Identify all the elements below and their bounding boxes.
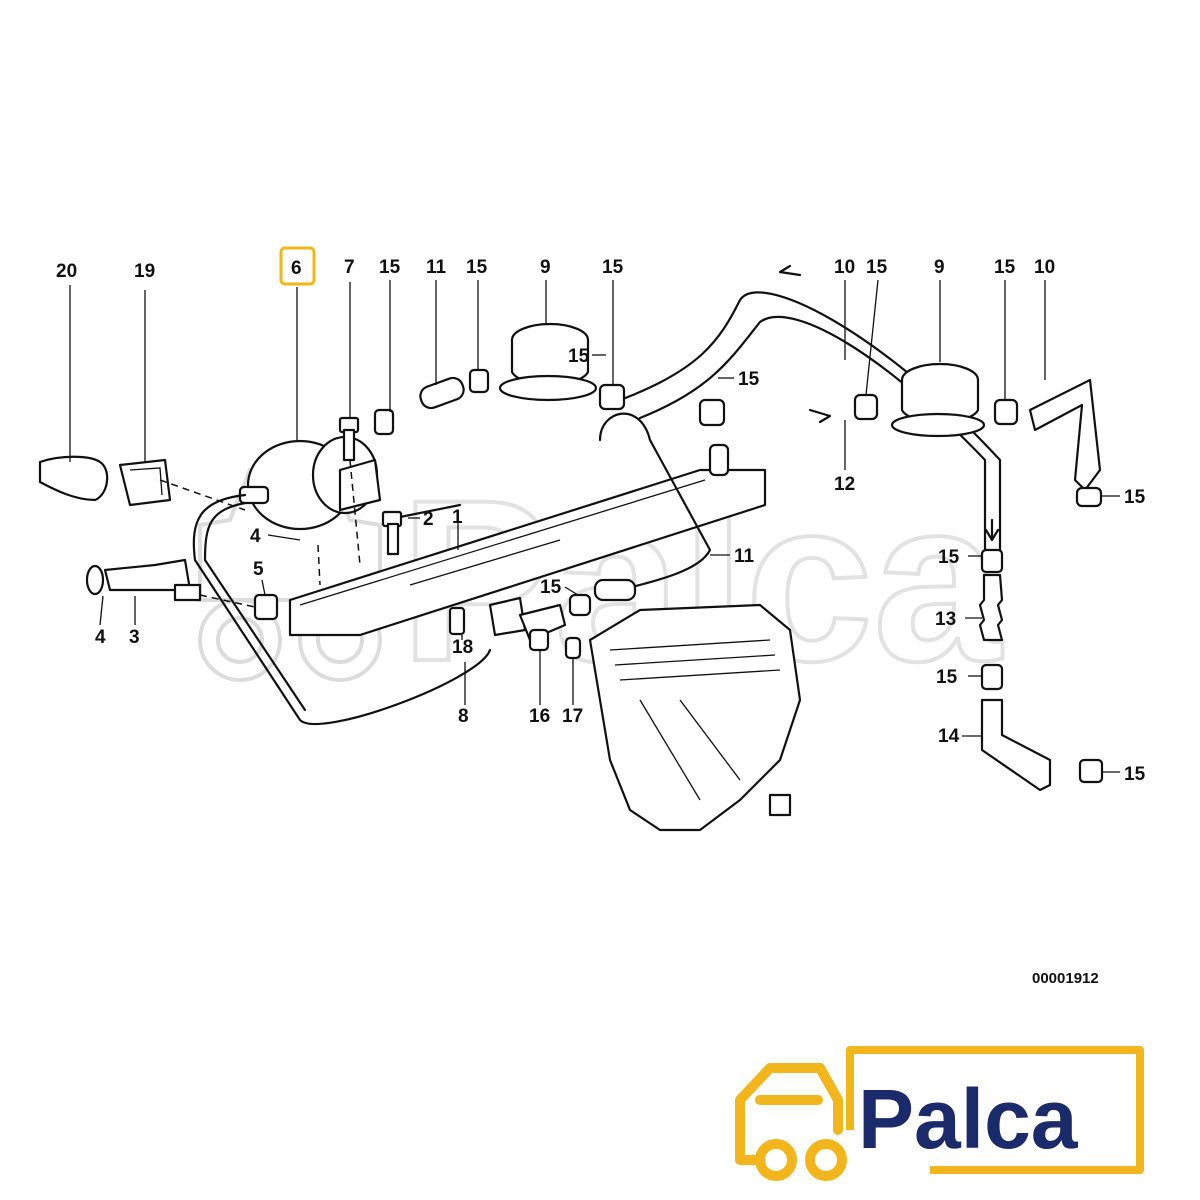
callout-15: 15 [602, 257, 624, 278]
callout-9: 9 [934, 257, 945, 278]
callout-9: 9 [540, 257, 551, 278]
callout-15: 15 [1124, 487, 1146, 508]
bolt-2 [381, 510, 403, 556]
callout-15: 15 [938, 547, 960, 568]
callout-12: 12 [834, 474, 855, 495]
callout-15: 15 [738, 369, 760, 390]
pressure-regulator [238, 435, 382, 531]
flow-arrow [778, 264, 802, 277]
reference-number: 00001912 [1032, 970, 1099, 987]
damper-left [498, 322, 598, 402]
injector [85, 558, 202, 602]
callout-3: 3 [129, 627, 140, 648]
callout-5: 5 [253, 559, 264, 580]
fuel-rail [288, 468, 767, 637]
callout-10: 10 [834, 257, 855, 278]
boot-20 [38, 455, 109, 502]
bolt-7 [338, 416, 360, 462]
connector-19 [118, 458, 172, 507]
callout-6: 6 [291, 258, 302, 279]
callout-11: 11 [426, 257, 447, 278]
callout-15: 15 [936, 667, 958, 688]
callout-2: 2 [423, 509, 434, 530]
car-icon [735, 1046, 1144, 1181]
callout-15: 15 [866, 257, 888, 278]
highlight-box [279, 246, 316, 286]
callout-13: 13 [935, 609, 956, 630]
callout-15: 15 [994, 257, 1016, 278]
callout-15: 15 [379, 257, 401, 278]
callout-7: 7 [344, 257, 355, 278]
callout-15: 15 [466, 257, 488, 278]
hose-pieces [373, 368, 1103, 617]
callout-10: 10 [1034, 257, 1055, 278]
callout-4: 4 [250, 526, 261, 547]
callout-11: 11 [734, 546, 755, 567]
callout-19: 19 [134, 261, 155, 282]
callout-4: 4 [95, 627, 106, 648]
sensor-16-17 [448, 596, 582, 660]
callout-labels: 20 19 6 7 15 11 15 9 15 10 15 9 15 10 15… [56, 257, 1146, 785]
flow-arrow [984, 518, 1000, 542]
dashed-lines [159, 459, 361, 608]
brand-logo: Palca [735, 1046, 1144, 1181]
intake-manifold [588, 603, 802, 832]
clip-5 [253, 593, 279, 621]
fitting-assembly [978, 548, 1104, 792]
callout-16: 16 [529, 706, 550, 727]
flow-arrow [808, 408, 832, 424]
callout-1: 1 [452, 507, 463, 528]
logo-text: Palca [858, 1072, 1079, 1166]
damper-right [890, 362, 986, 438]
callout-20: 20 [56, 261, 77, 282]
callout-15: 15 [568, 346, 590, 367]
callout-15: 15 [540, 577, 562, 598]
leader-lines [69, 279, 1120, 773]
callout-15: 15 [1124, 764, 1146, 785]
callout-8: 8 [458, 706, 469, 727]
callout-14: 14 [938, 726, 960, 747]
callout-18: 18 [452, 637, 473, 658]
callout-17: 17 [562, 706, 583, 727]
